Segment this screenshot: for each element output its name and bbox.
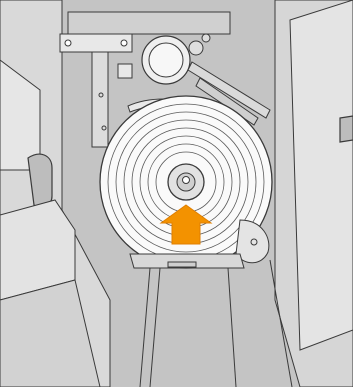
bracket-screw-left bbox=[65, 40, 71, 46]
floor-slot bbox=[168, 262, 196, 267]
right-wall-face bbox=[290, 0, 353, 350]
gear-small bbox=[189, 41, 203, 55]
vertical-rail bbox=[92, 52, 108, 147]
drive-wheel-inner bbox=[149, 43, 183, 77]
small-clip bbox=[118, 64, 132, 78]
bracket-screw-right bbox=[121, 40, 127, 46]
top-frame bbox=[68, 12, 230, 34]
gear-tiny bbox=[202, 34, 210, 42]
spindle-hub-core bbox=[183, 177, 190, 184]
right-latch bbox=[340, 116, 353, 142]
